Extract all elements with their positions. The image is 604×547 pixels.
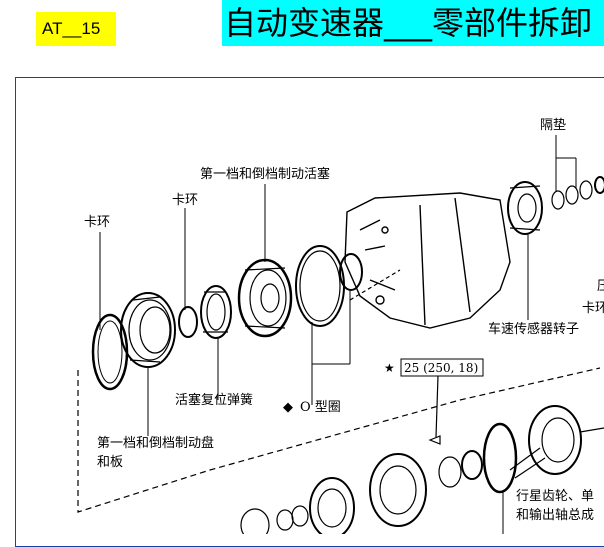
- page-code-badge: AT__15: [36, 12, 116, 46]
- label-snap-ring-right: 卡环: [582, 301, 604, 316]
- label-snap-ring-b: 卡环: [172, 193, 198, 208]
- exploded-parts-diagram: 隔垫 第一档和倒档制动活塞 卡环 卡环 压 卡环 车速传感器转子 ★ 25 (2…: [77, 117, 604, 534]
- o-ring-small: [339, 253, 363, 291]
- spacer-set: [551, 176, 604, 210]
- label-brake-disc-line1: 第一档和倒档制动盘: [97, 435, 214, 451]
- label-spacer: 隔垫: [540, 117, 566, 133]
- o-ring-large: [295, 245, 345, 327]
- label-right-fragment: 压: [597, 279, 604, 294]
- snap-ring-lower: [482, 422, 518, 494]
- label-brake-disc-line2: 和板: [97, 455, 123, 470]
- label-o-ring: O 型圈: [300, 400, 341, 415]
- torque-spec-box: [400, 358, 484, 377]
- transmission-case: [344, 192, 511, 329]
- label-speed-sensor-rotor: 车速传感器转子: [488, 321, 579, 337]
- brake-piston: [237, 258, 293, 338]
- label-piston-return-spring: 活塞复位弹簧: [175, 392, 253, 408]
- planetary-gear-assembly: [509, 405, 604, 479]
- label-brake-piston: 第一档和倒档制动活塞: [200, 166, 330, 182]
- bolt: [428, 375, 441, 445]
- leader-lines: [99, 135, 577, 534]
- torque-star-icon: ★: [384, 361, 395, 375]
- snap-ring-small: [178, 306, 198, 338]
- label-planetary-line2: 和输出轴总成: [516, 507, 594, 523]
- page-title: 自动变速器___零部件拆卸: [224, 4, 593, 42]
- piston-return-spring: [200, 285, 232, 339]
- label-planetary-line1: 行星齿轮、单: [516, 489, 594, 504]
- label-snap-ring-a: 卡环: [84, 215, 110, 230]
- assembly-guide-line-upper: [349, 269, 401, 301]
- lower-clutch-drum: [240, 450, 483, 534]
- assembly-guide-line: [77, 367, 601, 513]
- title-bar: 自动变速器___零部件拆卸: [222, 0, 604, 46]
- torque-spec: 25 (250, 18): [404, 361, 478, 375]
- speed-sensor-rotor: [507, 181, 543, 235]
- page-code: AT__15: [42, 19, 101, 38]
- brake-disc-pack: [120, 292, 176, 368]
- o-ring-diamond-icon: ◆: [283, 400, 293, 415]
